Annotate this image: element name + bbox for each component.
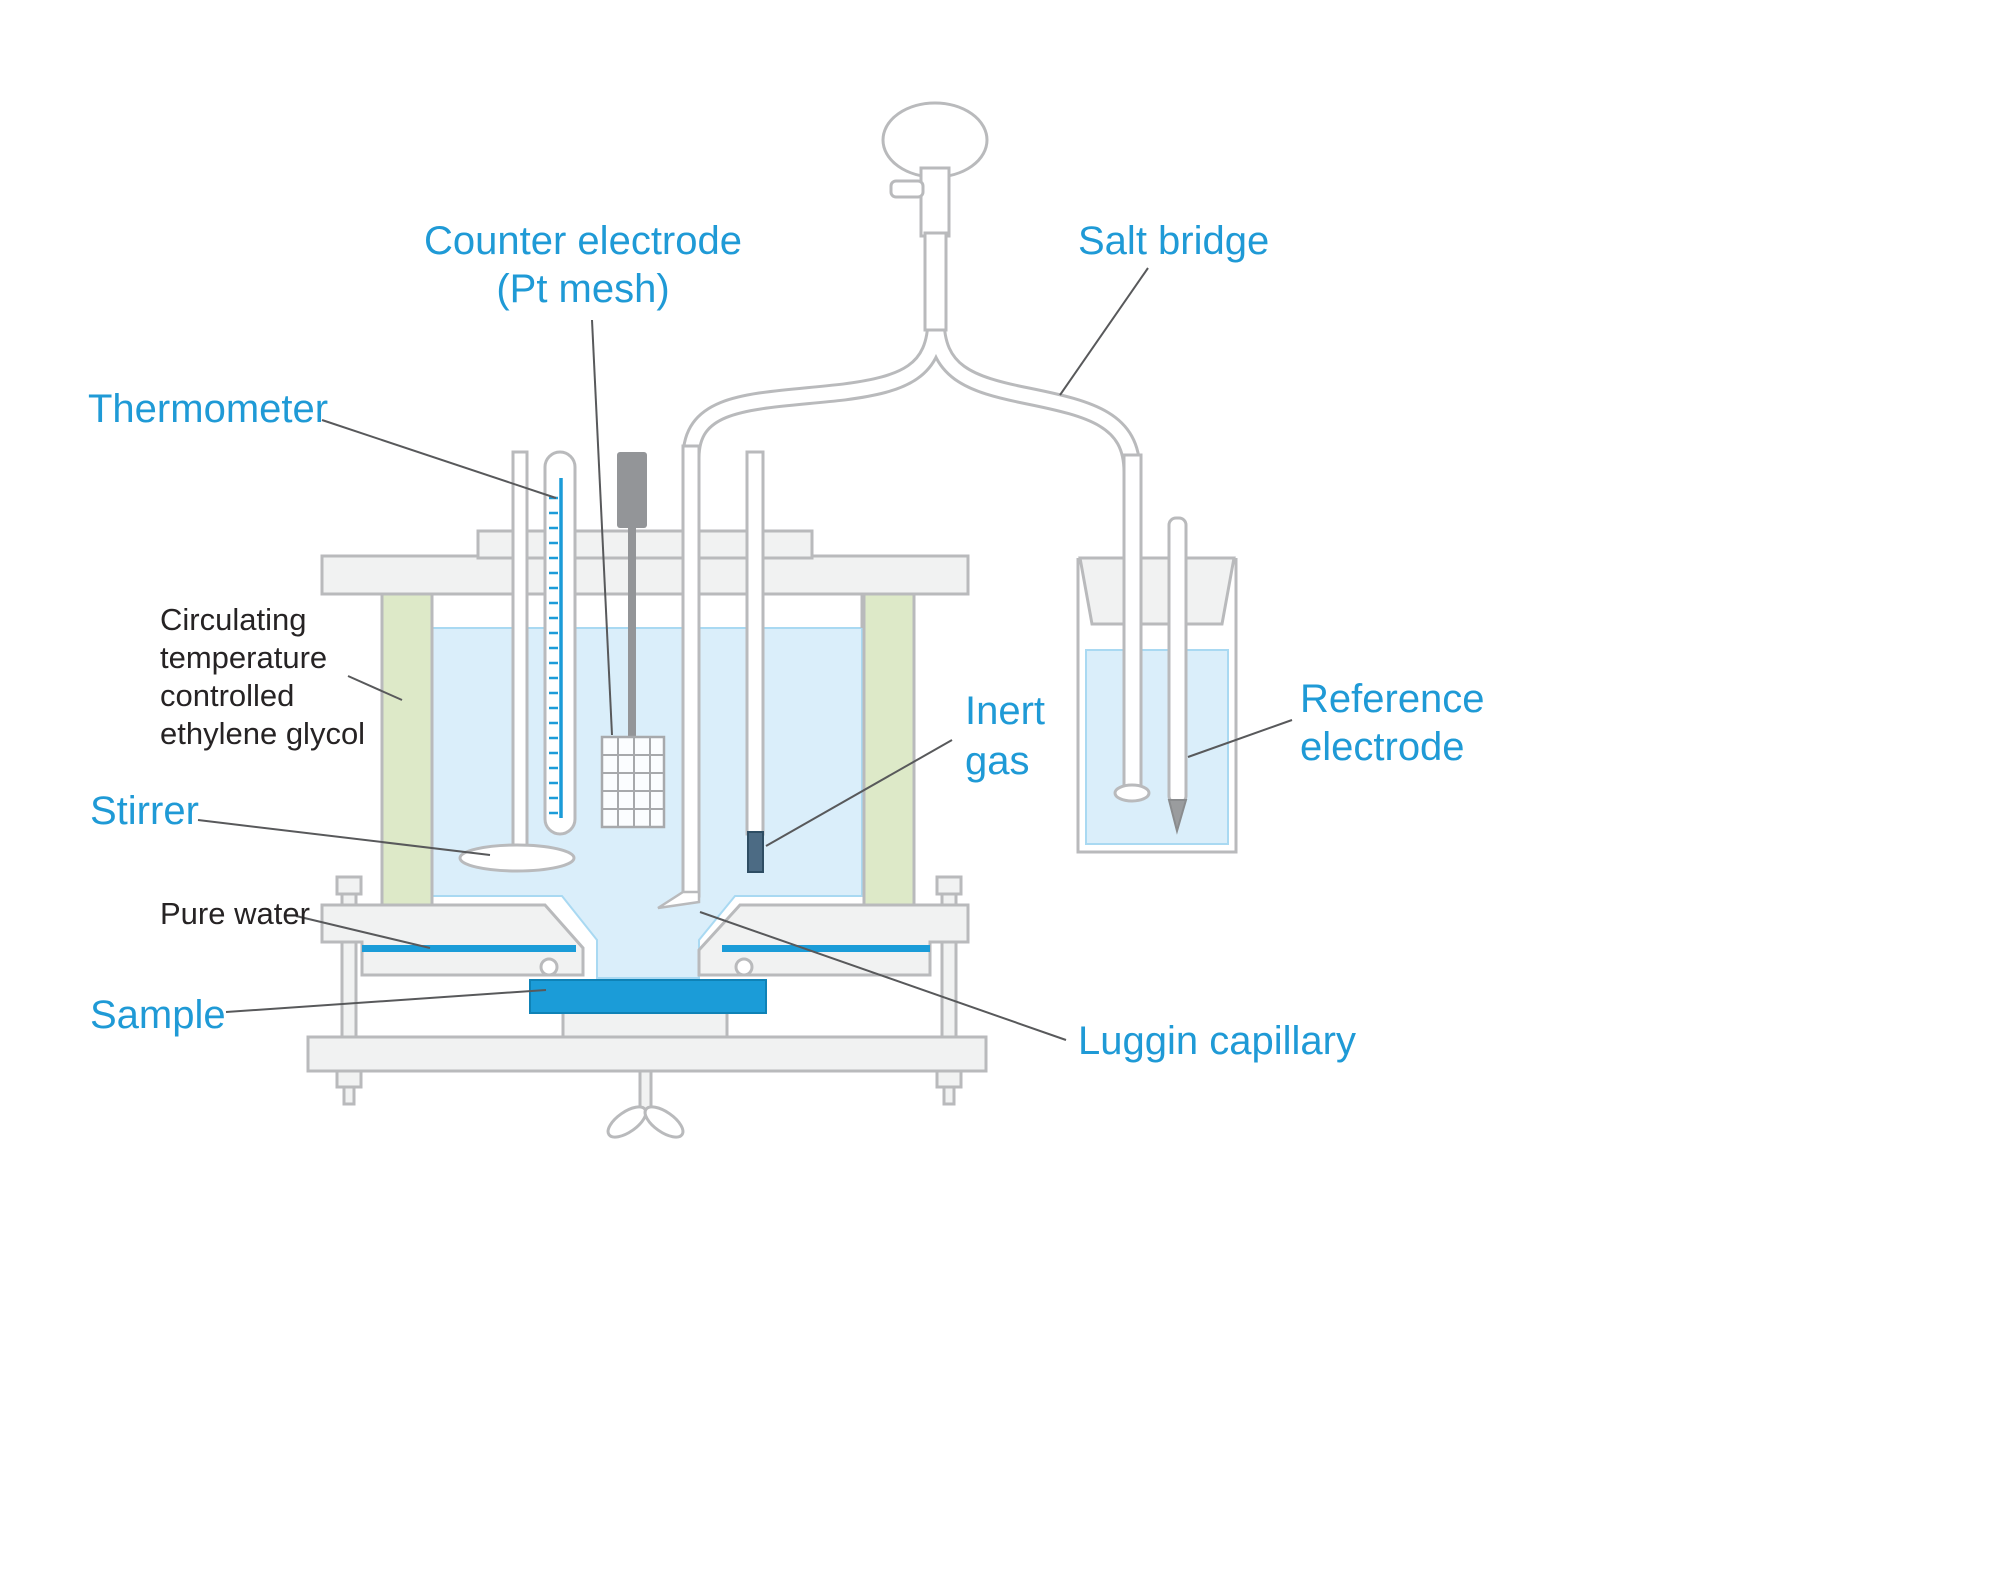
labels: Counter electrode (Pt mesh) Salt bridge … [88,219,1485,1063]
reference-electrode-tip [1167,799,1188,835]
salt-bridge-branch-left [681,317,946,459]
base-plate [306,1035,988,1073]
salt-bridge-neck [923,231,948,332]
salt-bridge-tube-right [1122,453,1143,792]
luggin-tip [657,890,701,910]
reference-vessel [1076,453,1238,854]
pure-water-left [362,945,576,952]
stopcock-stem [919,166,951,238]
counter-electrode-mesh-grid [602,737,664,827]
label-jacket-line2: temperature [160,640,327,675]
stopcock-bulb [881,101,989,179]
bolt-tail-left [342,1085,356,1106]
label-stirrer: Stirrer [90,789,199,833]
flange-right [697,903,970,977]
reference-liquid [1085,649,1229,845]
luggin-tube [681,444,701,898]
label-jacket-line1: Circulating [160,602,306,637]
label-jacket-line4: ethylene glycol [160,716,365,751]
stirrer-shaft [511,450,529,854]
sample-holder [561,1010,729,1040]
bolt-head-left [335,875,363,896]
label-counter-electrode-line2: (Pt mesh) [496,267,669,311]
pure-water-right [722,945,930,952]
salt-bridge-leader [1059,267,1149,396]
bottom-assembly [306,875,988,1139]
label-salt-bridge: Salt bridge [1078,219,1269,263]
inert-gas-tube [745,450,765,836]
thermometer-leader [321,419,557,499]
counter-electrode-leader [591,319,613,736]
salt-bridge-assembly [681,101,1142,473]
screw-right [734,957,754,977]
sample-block [529,979,767,1014]
jacket-wall-right [862,592,916,907]
reference-electrode-rod [1167,516,1188,805]
label-reference-electrode-line2: electrode [1300,725,1465,769]
jacket-wall-left [380,592,434,907]
counter-electrode-rod [628,524,636,739]
bolt-head-right [935,875,963,896]
label-counter-electrode-line1: Counter electrode [424,219,742,263]
counter-electrode-cap [617,452,647,528]
reference-stopper [1078,556,1236,626]
sample-leader [225,989,547,1013]
propeller-blade-right [643,1105,685,1139]
stirrer-paddle [458,843,576,873]
pure-water-leader [295,915,431,949]
propeller-blade-left [606,1105,648,1139]
salt-bridge-branch-right-bore [929,317,1139,473]
flange-left [320,903,585,977]
jacket-leader [347,675,403,701]
label-luggin-capillary: Luggin capillary [1078,1019,1356,1063]
cell-internals [458,444,765,910]
label-reference-electrode-line1: Reference [1300,677,1485,721]
bolt-tail-right [942,1085,956,1106]
label-sample: Sample [90,993,226,1037]
label-inert-gas-line2: gas [965,739,1030,783]
label-jacket-line3: controlled [160,678,294,713]
bolt-nut-right [935,1069,963,1089]
label-thermometer: Thermometer [88,387,328,431]
inert-gas-leader [765,739,953,847]
propeller-shaft [638,1069,653,1113]
stopcock-handle [889,179,925,199]
reference-electrode-leader [1187,719,1293,758]
salt-bridge-foot [1113,783,1151,803]
cell-lid [320,554,970,596]
label-pure-water: Pure water [160,896,310,931]
screw-left [539,957,559,977]
inert-gas-frit [747,831,764,873]
label-inert-gas-line1: Inert [965,689,1045,733]
bolt-nut-left [335,1069,363,1089]
leader-lines [197,267,1293,1041]
luggin-capillary-leader [699,911,1067,1041]
salt-bridge-branch-left-bore [684,317,943,459]
stirrer-leader [197,819,491,856]
vessel-inner-wall [430,594,864,628]
